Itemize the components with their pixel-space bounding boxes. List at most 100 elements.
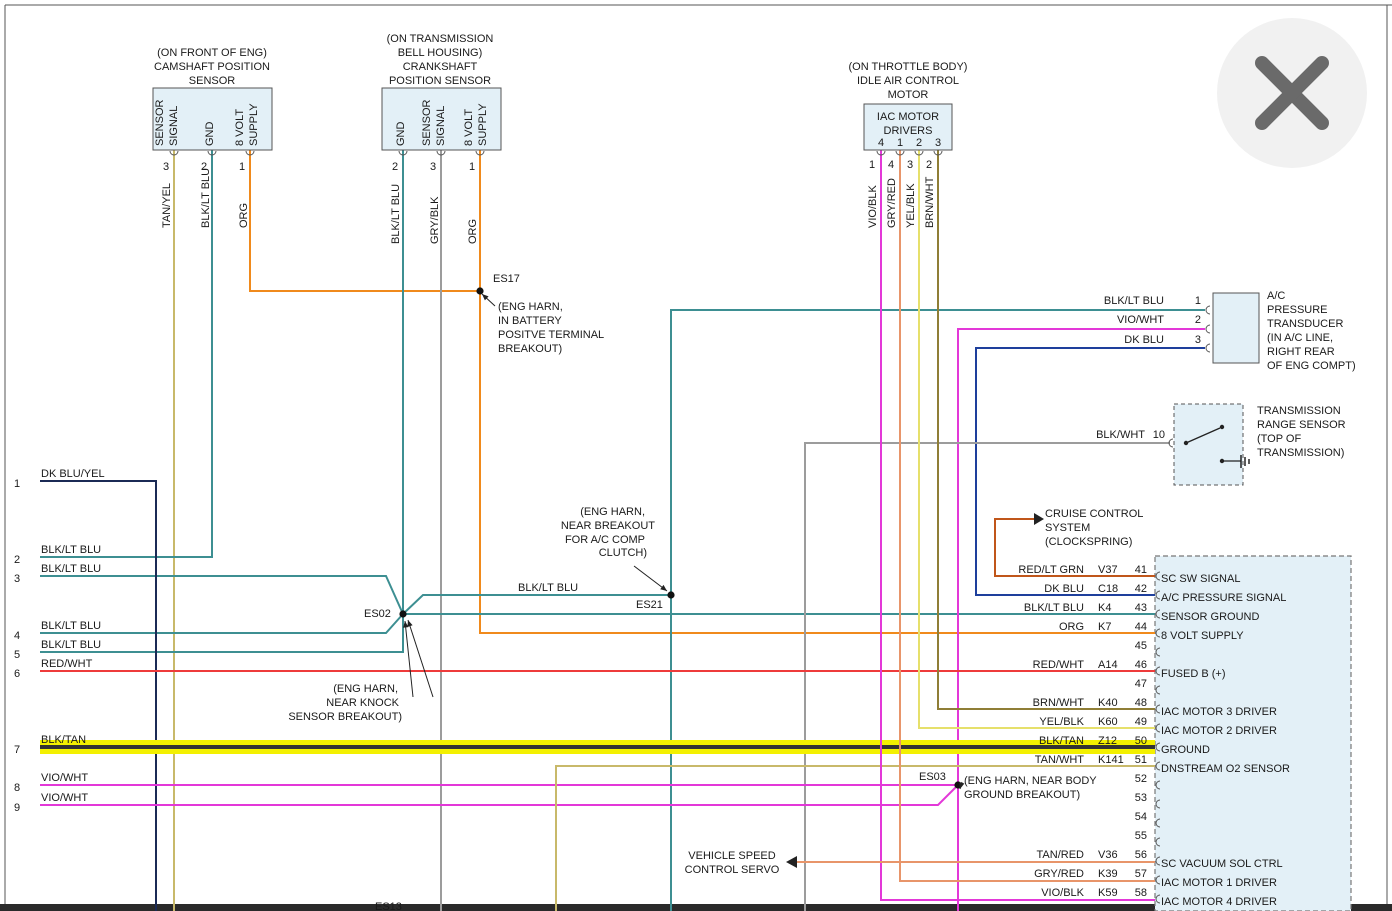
pcm-pin-hook xyxy=(1155,875,1161,885)
iac-wire-label: GRY/RED xyxy=(886,178,898,228)
trs-title: TRANSMISSION xyxy=(1257,405,1341,417)
ac-wire-label: BLK/LT BLU xyxy=(1104,295,1164,307)
iac-wire-label: VIO/BLK xyxy=(867,185,879,228)
left-wire-label: BLK/TAN xyxy=(41,734,86,746)
iac-title: MOTOR xyxy=(888,89,929,101)
trs-box xyxy=(1173,403,1244,486)
ac-transducer-title: OF ENG COMPT) xyxy=(1267,360,1356,372)
left-wire-label: BLK/LT BLU xyxy=(41,639,101,651)
pcm-pin-number: 46 xyxy=(1135,659,1147,671)
pcm-pin-number: 57 xyxy=(1135,868,1147,880)
pcm-function-label: IAC MOTOR 2 DRIVER xyxy=(1161,725,1277,737)
ac-wire-label: DK BLU xyxy=(1124,334,1164,346)
es03-label: ES03 xyxy=(919,771,946,783)
ckp-pin-label: SIGNAL xyxy=(435,106,447,146)
iac-box-pin-number: 2 xyxy=(916,137,922,149)
pcm-wire-label: VIO/BLK xyxy=(1041,887,1084,899)
trs-title: (TOP OF xyxy=(1257,433,1301,445)
ckp-pin-label: 8 VOLT xyxy=(463,109,475,146)
pcm-function-label: IAC MOTOR 4 DRIVER xyxy=(1161,896,1277,908)
pcm-function-label: IAC MOTOR 3 DRIVER xyxy=(1161,706,1277,718)
pcm-wire-label: RED/WHT xyxy=(1033,659,1085,671)
ckp-pin-number: 3 xyxy=(430,161,436,173)
pcm-function-label: 8 VOLT SUPPLY xyxy=(1161,630,1244,642)
pcm-wire-label: BLK/TAN xyxy=(1039,735,1084,747)
pcm-wire-label: RED/LT GRN xyxy=(1018,564,1084,576)
es17-pointer-head xyxy=(482,294,489,301)
iac-box-pin-number: 3 xyxy=(935,137,941,149)
es17-label: ES17 xyxy=(493,273,520,285)
pcm-circuit-label: V37 xyxy=(1098,564,1118,576)
vio-wht-wire-9 xyxy=(40,784,959,806)
left-wire-label: BLK/LT BLU xyxy=(41,620,101,632)
ckp-wire-label: BLK/LT BLU xyxy=(390,184,402,244)
pcm-function-label: DNSTREAM O2 SENSOR xyxy=(1161,763,1290,775)
pcm-circuit-label: Z12 xyxy=(1098,735,1117,747)
pcm-circuit-label: K141 xyxy=(1098,754,1124,766)
ckp-pin-number: 1 xyxy=(469,161,475,173)
es02-pointer-b xyxy=(404,620,414,698)
pcm-function-label: SC SW SIGNAL xyxy=(1161,573,1240,585)
ac-transducer-title: PRESSURE xyxy=(1267,304,1328,316)
iac-pin-hook xyxy=(933,150,943,156)
pcm-circuit-label: K60 xyxy=(1098,716,1118,728)
iac-motor-box xyxy=(863,103,953,151)
es21-splice xyxy=(667,591,675,599)
close-button[interactable] xyxy=(1217,18,1367,168)
left-wire-number: 5 xyxy=(14,649,20,661)
ac-transducer-title: TRANSDUCER xyxy=(1267,318,1343,330)
es03-pointer-head xyxy=(959,782,965,789)
ckp-wire-label: ORG xyxy=(467,219,479,244)
left-wire-number: 3 xyxy=(14,573,20,585)
pcm-pin-hook xyxy=(1155,780,1161,790)
cruise-arrow-icon xyxy=(1034,513,1044,525)
pcm-function-label: SENSOR GROUND xyxy=(1161,611,1259,623)
cmp-pin-hook xyxy=(169,150,179,156)
es03-desc: (ENG HARN, NEAR BODY xyxy=(964,775,1097,787)
left-wire-label: VIO/WHT xyxy=(41,792,88,804)
pcm-circuit-label: K7 xyxy=(1098,621,1111,633)
es21-desc: CLUTCH) xyxy=(599,547,647,559)
ckp-pin-hook xyxy=(398,150,408,156)
es02-to-es21-wire xyxy=(402,594,671,615)
es03-desc: GROUND BREAKOUT) xyxy=(964,789,1080,801)
pcm-pin-number: 58 xyxy=(1135,887,1147,899)
ac-blk-lt-blu-wire xyxy=(670,309,1205,911)
pcm-pin-number: 47 xyxy=(1135,678,1147,690)
pcm-function-label: A/C PRESSURE SIGNAL xyxy=(1161,592,1286,604)
pcm-pin-hook xyxy=(1155,666,1161,676)
left-wire-number: 4 xyxy=(14,630,20,642)
pcm-pin-hook xyxy=(1155,742,1161,752)
pcm-pin-hook xyxy=(1155,761,1161,771)
iac-yel-blk-wire xyxy=(918,150,1155,729)
pcm-function-label: FUSED B (+) xyxy=(1161,668,1225,680)
trs-switch-contact xyxy=(1219,424,1225,430)
left-wire-number: 1 xyxy=(14,478,20,490)
vss-title: VEHICLE SPEED xyxy=(688,850,775,862)
es02-desc: SENSOR BREAKOUT) xyxy=(288,711,402,723)
ac-pin-hook xyxy=(1205,324,1211,334)
cmp-pin-hook xyxy=(245,150,255,156)
iac-harness-pin-number: 3 xyxy=(907,159,913,171)
es17-splice xyxy=(476,287,484,295)
pcm-pin-hook xyxy=(1155,590,1161,600)
ckp-pin-label: SENSOR xyxy=(421,99,433,146)
pcm-pin-hook xyxy=(1155,856,1161,866)
pcm-pin-number: 56 xyxy=(1135,849,1147,861)
pcm-pin-number: 50 xyxy=(1135,735,1147,747)
es02-desc: (ENG HARN, xyxy=(333,683,398,695)
cmp-pin-label: GND xyxy=(204,122,216,147)
cmp-pin-label: SIGNAL xyxy=(168,106,180,146)
pcm-wire-label: BLK/LT BLU xyxy=(1024,602,1084,614)
pcm-wire-label: TAN/WHT xyxy=(1035,754,1085,766)
es21-desc: FOR A/C COMP xyxy=(565,534,645,546)
iac-box-text: IAC MOTOR xyxy=(877,111,939,123)
pcm-pin-number: 43 xyxy=(1135,602,1147,614)
pcm-pin-number: 52 xyxy=(1135,773,1147,785)
cruise-title: SYSTEM xyxy=(1045,522,1090,534)
left-wire-number: 9 xyxy=(14,802,20,814)
ac-transducer-title: A/C xyxy=(1267,290,1285,302)
cmp-pin-number: 3 xyxy=(163,161,169,173)
cruise-red-lt-grn-wire xyxy=(994,518,1155,577)
